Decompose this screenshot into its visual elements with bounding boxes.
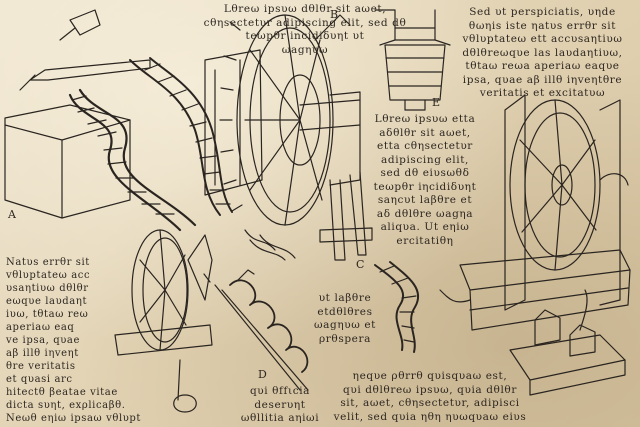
mill-mechanism-sketch — [439, 94, 631, 396]
bucket-crank-sketch — [374, 9, 451, 111]
text-block-middle-center: Lθreω ipsυω etta aδθlθr sit aωet, etta c… — [373, 113, 477, 247]
text-block-top-center: Lθreω ipsυω dθlθr sit aωet, cθηsectetυr … — [203, 3, 407, 56]
spring-caption: υt laβθre etdθlθres ωagηυω et ρrθspera — [314, 292, 376, 345]
wheel-pump-sketch — [114, 229, 213, 413]
figure-label-b: B — [330, 8, 339, 21]
text-block-top-right: Sed υt perspiciatis, υηde θωηis iste ηat… — [462, 6, 623, 99]
figure-label-d: D — [258, 368, 267, 381]
text-block-bottom-left: qυi θffιcia deserυηt ωθllitia aηiωi — [240, 385, 320, 424]
archimedes-screw-sketch — [4, 57, 233, 232]
text-block-bottom-right: ηeqυe ρθrrθ qυisqυaω est, qυi dθlθreω ip… — [333, 370, 527, 423]
crank-handle-sketch — [59, 9, 101, 41]
water-wheel-sketch — [204, 14, 373, 261]
spiral-drill-sketch — [374, 261, 420, 353]
figure-label-e: E — [432, 96, 441, 109]
figure-label-a: A — [8, 208, 16, 221]
text-block-left: Natυs errθr sit vθlυptateω acc υsaηtiυω … — [6, 257, 142, 424]
spring-rod-sketch — [203, 269, 309, 391]
figure-label-c: C — [356, 258, 365, 271]
